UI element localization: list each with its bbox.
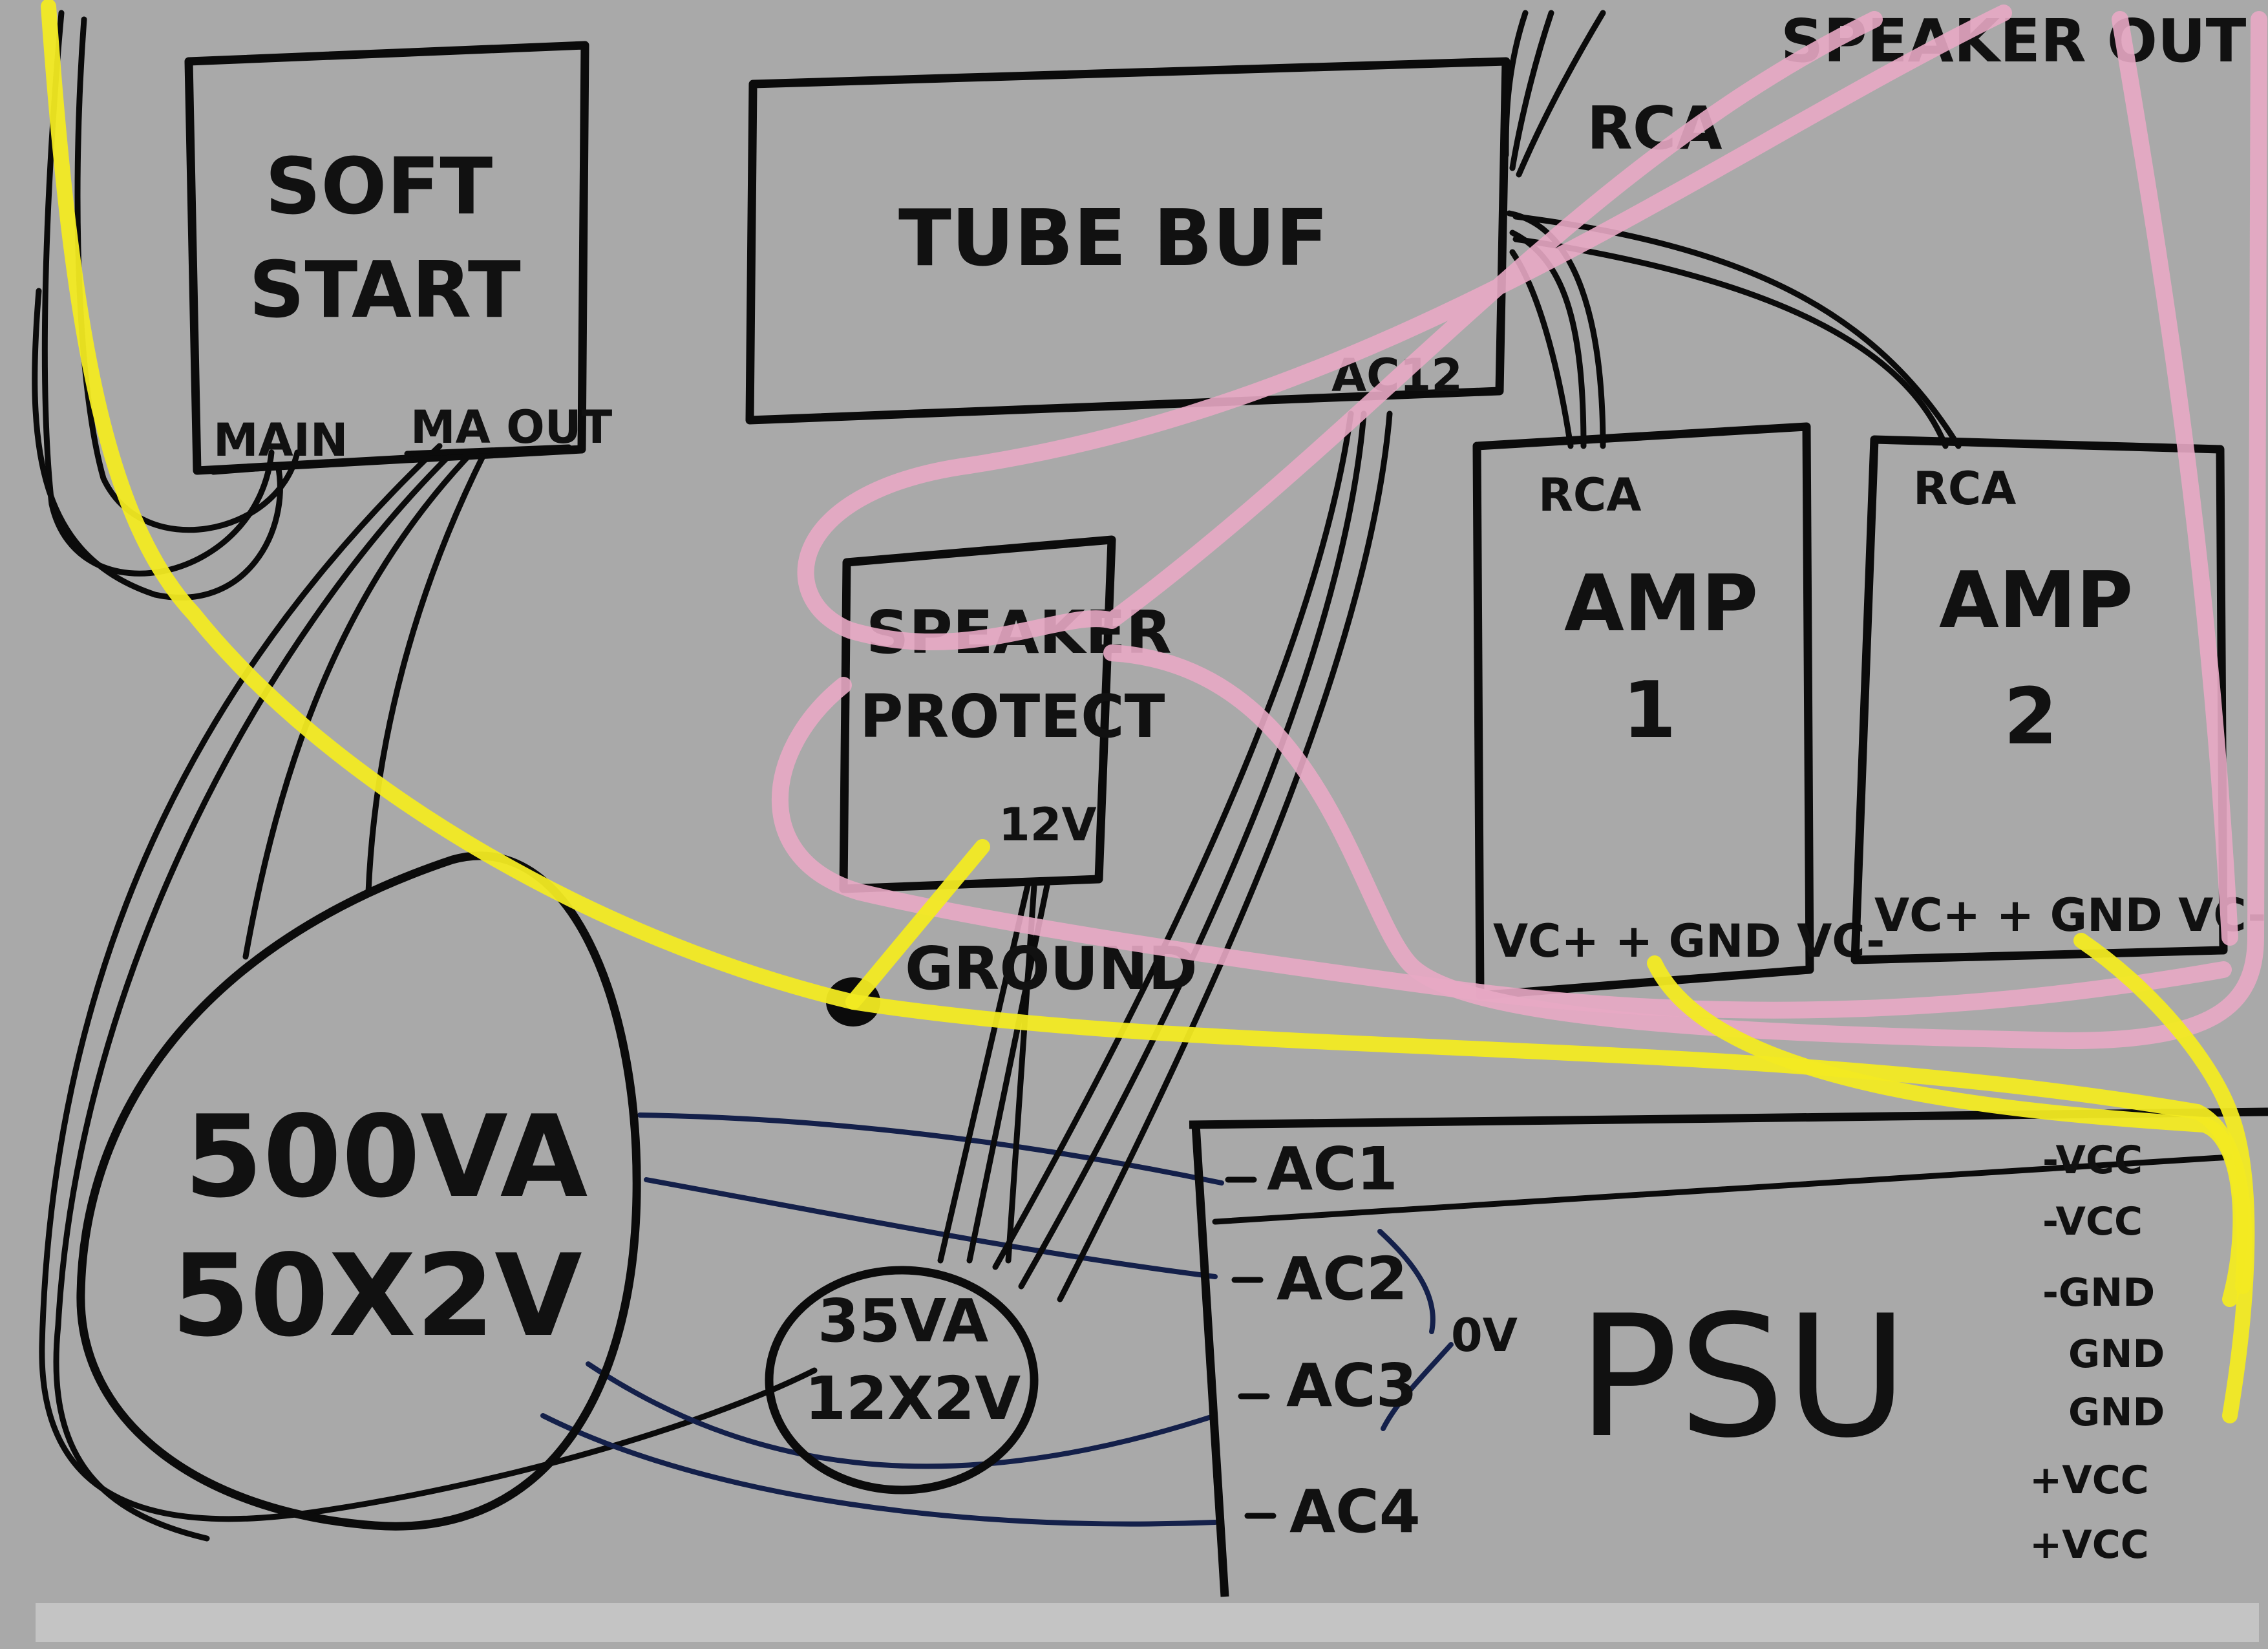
psu-rail-1: -VCC bbox=[2042, 1138, 2143, 1183]
psu-rail-4: GND bbox=[2068, 1332, 2165, 1377]
psu-rail-3: -GND bbox=[2042, 1270, 2155, 1315]
psu-input-ac1: AC1 bbox=[1267, 1134, 1398, 1204]
transformer-500va-label-line2: 50X2V bbox=[171, 1231, 582, 1362]
soft-start-pin-out: MA OUT bbox=[410, 401, 613, 454]
scan-edge-strip bbox=[36, 1603, 2259, 1642]
amp2-power-pins: VC+ + GND VC- bbox=[1874, 889, 2266, 942]
mains-wires bbox=[32, 10, 301, 601]
speaker-protect-label-line2: PROTECT bbox=[860, 682, 1165, 751]
psu-title: PSU bbox=[1577, 1280, 1908, 1475]
transformer-to-psu-wires bbox=[540, 1112, 1454, 1527]
amp1-rca-label: RCA bbox=[1538, 469, 1641, 522]
transformer-35va-label-line1: 35VA bbox=[818, 1286, 988, 1356]
psu-block: AC1 AC2 AC3 AC4 0V PSU -VCC -VCC -GND GN… bbox=[1189, 1107, 2268, 1597]
amp2-rca-label: RCA bbox=[1913, 462, 2016, 515]
amp1-block: RCA AMP 1 VC+ + GND VC- bbox=[1472, 422, 1885, 1000]
transformer-35va: 35VA 12X2V bbox=[765, 1266, 1039, 1495]
psu-input-ac2: AC2 bbox=[1277, 1244, 1408, 1314]
low-voltage-wires bbox=[937, 410, 1393, 1303]
soft-start-pin-main: MAIN bbox=[213, 414, 348, 467]
amp2-title: AMP bbox=[1939, 556, 2133, 646]
amp2-block: RCA AMP 2 VC+ + GND VC- bbox=[1850, 435, 2266, 964]
psu-rail-outputs: -VCC -VCC -GND GND GND +VCC +VCC bbox=[2030, 1138, 2165, 1568]
amp1-power-pins: VC+ + GND VC- bbox=[1493, 915, 1885, 968]
amp1-number: 1 bbox=[1622, 666, 1677, 756]
amp1-title: AMP bbox=[1564, 559, 1758, 649]
transformer-35va-label-line2: 12X2V bbox=[805, 1364, 1021, 1433]
speaker-protect-block: SPEAKER PROTECT 12V bbox=[839, 535, 1172, 893]
psu-rail-7: +VCC bbox=[2030, 1522, 2149, 1568]
tube-buf-label: TUBE BUF bbox=[898, 194, 1328, 284]
soft-start-label-line2: START bbox=[249, 246, 521, 335]
speaker-wires-pink bbox=[772, 5, 2267, 1049]
soft-start-label-line1: SOFT bbox=[265, 142, 493, 232]
transformer-500va: 500VA 50X2V bbox=[76, 851, 641, 1531]
ground-wires-yellow bbox=[41, 0, 2255, 1423]
transformer-500va-label-line1: 500VA bbox=[184, 1092, 588, 1223]
speaker-out-label: SPEAKER OUT bbox=[1781, 6, 2247, 76]
soft-start-block: SOFT START MAIN MA OUT bbox=[184, 41, 613, 475]
psu-rail-2: -VCC bbox=[2042, 1199, 2143, 1244]
psu-input-ac3: AC3 bbox=[1286, 1351, 1417, 1420]
soft-start-to-transformer-wires bbox=[39, 443, 818, 1542]
psu-zero-volt: 0V bbox=[1451, 1309, 1518, 1362]
psu-rail-5: GND bbox=[2068, 1390, 2165, 1435]
amp2-number: 2 bbox=[2004, 672, 2058, 762]
psu-input-ac4: AC4 bbox=[1289, 1477, 1421, 1546]
psu-rail-6: +VCC bbox=[2030, 1458, 2149, 1503]
speaker-protect-pin-12v: 12V bbox=[999, 798, 1097, 851]
